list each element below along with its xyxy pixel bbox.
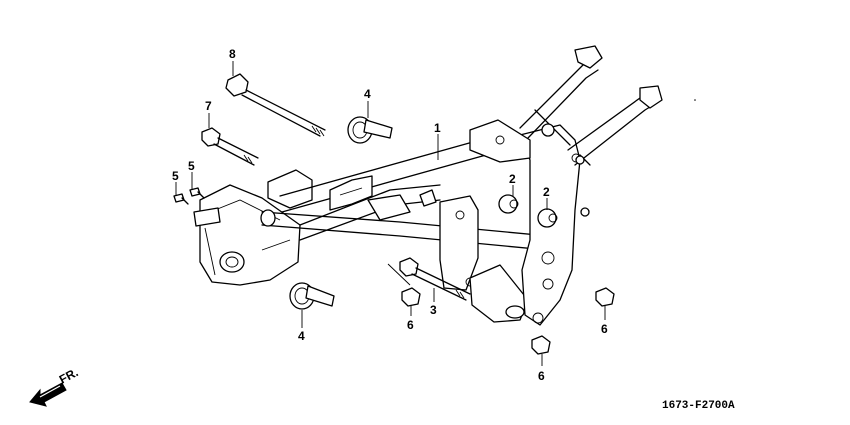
collar-2-left <box>498 194 519 214</box>
drawing-code: 1673-F2700A <box>662 400 735 412</box>
collar-2-right <box>537 208 558 228</box>
callout-4-top: 4 <box>364 87 371 101</box>
screw-5-right <box>189 187 205 199</box>
callout-2-left: 2 <box>509 172 516 186</box>
plate <box>193 207 221 227</box>
bolt-3 <box>399 257 471 301</box>
callout-6-left: 6 <box>407 318 414 332</box>
callout-1: 1 <box>434 121 441 135</box>
callout-3: 3 <box>430 303 437 317</box>
nut-6-left <box>401 287 421 307</box>
callout-5-left: 5 <box>172 169 179 183</box>
callout-8: 8 <box>229 47 236 61</box>
callout-6-middle: 6 <box>538 369 545 383</box>
bolt-7 <box>201 127 259 166</box>
screw-5-left <box>173 193 189 205</box>
nut-6-right <box>595 287 615 307</box>
callout-7: 7 <box>205 99 212 113</box>
clamp-4-bottom <box>289 282 335 310</box>
front-direction-arrow: FR. <box>29 365 80 407</box>
clamp-4-top <box>347 116 393 144</box>
callout-4-bottom: 4 <box>298 329 305 343</box>
callout-2-right: 2 <box>543 185 550 199</box>
bolt-8 <box>225 73 326 137</box>
callout-6-right: 6 <box>601 322 608 336</box>
callout-5-right: 5 <box>188 159 195 173</box>
nut-6-middle <box>531 335 551 355</box>
